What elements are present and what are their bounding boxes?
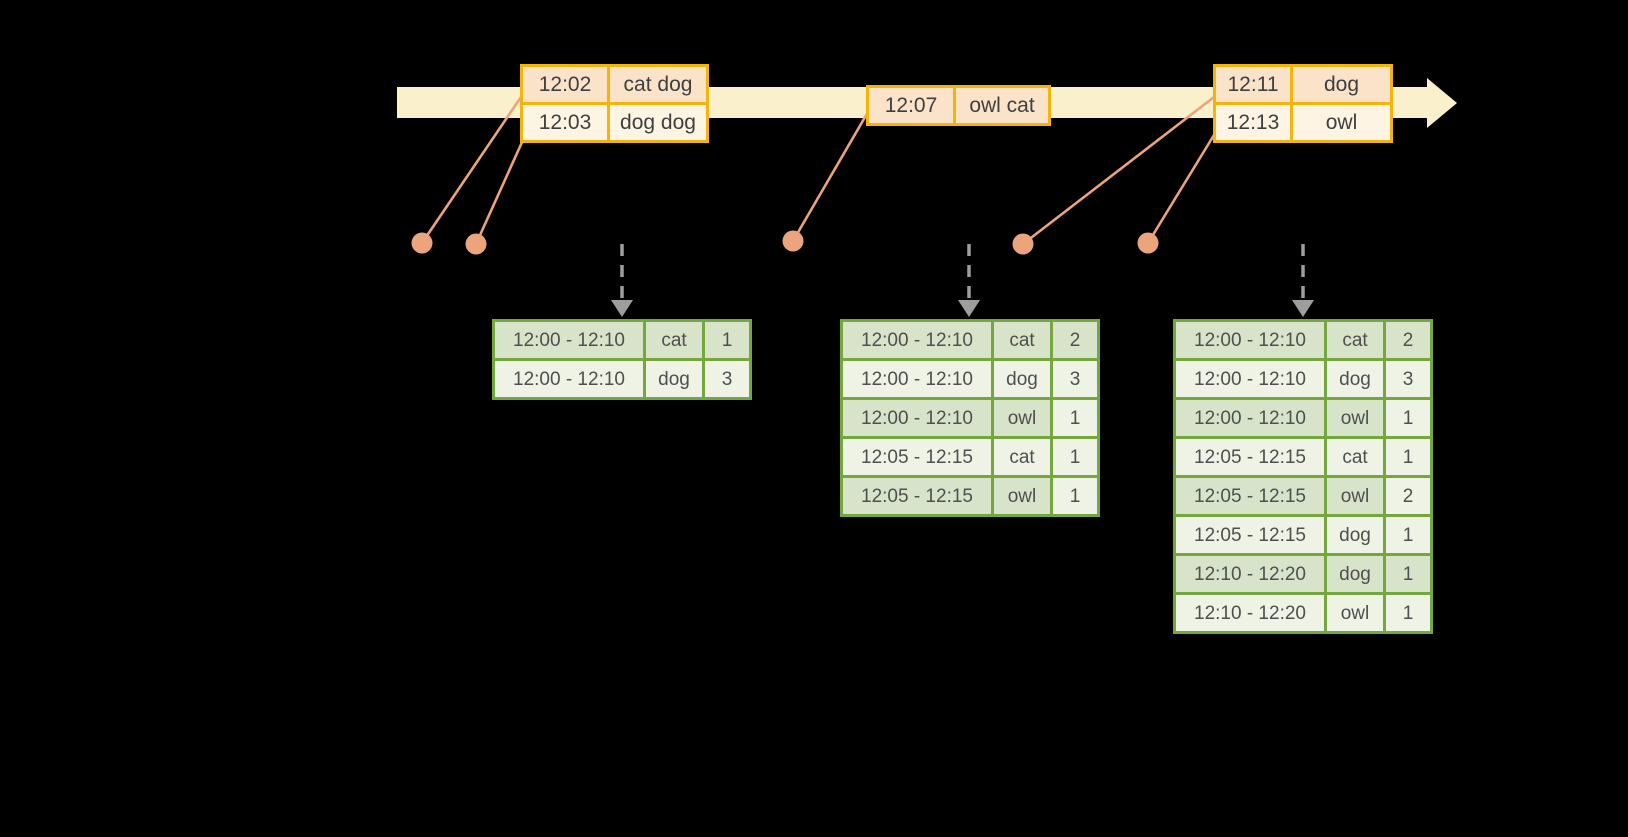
event-connector-line [791, 111, 870, 242]
result-count-cell: 1 [1386, 556, 1430, 592]
result-count-cell: 1 [1386, 439, 1430, 475]
event-words-cell: owl [1293, 105, 1390, 140]
event-connector-line [474, 139, 525, 245]
event-time-cell: 12:03 [523, 105, 607, 140]
event-dot [1137, 232, 1159, 254]
result-word-cell: dog [646, 361, 702, 397]
event-time-cell: 12:11 [1216, 67, 1290, 102]
result-count-cell: 1 [1386, 595, 1430, 631]
result-word-cell: cat [994, 439, 1050, 475]
result-count-cell: 3 [705, 361, 749, 397]
result-count-cell: 3 [1386, 361, 1430, 397]
trigger-arrowhead-icon [958, 300, 980, 317]
result-word-cell: cat [994, 322, 1050, 358]
result-window-cell: 12:05 - 12:15 [843, 439, 991, 475]
result-window-cell: 12:00 - 12:10 [495, 322, 643, 358]
result-count-cell: 1 [1053, 439, 1097, 475]
event-dot [782, 230, 804, 252]
result-word-cell: dog [994, 361, 1050, 397]
result-window-cell: 12:10 - 12:20 [1176, 556, 1324, 592]
event-words-cell: owl cat [956, 88, 1048, 123]
result-count-cell: 1 [1053, 478, 1097, 514]
result-window-cell: 12:00 - 12:10 [1176, 322, 1324, 358]
result-word-cell: owl [994, 478, 1050, 514]
result-window-cell: 12:05 - 12:15 [1176, 439, 1324, 475]
event-dot [411, 232, 433, 254]
event-words-cell: cat dog [610, 67, 706, 102]
result-word-cell: owl [994, 400, 1050, 436]
event-time-cell: 12:13 [1216, 105, 1290, 140]
result-word-cell: dog [1327, 361, 1383, 397]
result-window-cell: 12:00 - 12:10 [1176, 361, 1324, 397]
result-window-cell: 12:10 - 12:20 [1176, 595, 1324, 631]
trigger-arrowhead-icon [611, 300, 633, 317]
event-words-cell: dog [1293, 67, 1390, 102]
event-connector-line [1146, 134, 1216, 244]
result-window-cell: 12:05 - 12:15 [1176, 517, 1324, 553]
result-window-cell: 12:00 - 12:10 [843, 322, 991, 358]
result-window-cell: 12:05 - 12:15 [1176, 478, 1324, 514]
event-dot [1012, 233, 1034, 255]
result-count-cell: 2 [1386, 322, 1430, 358]
result-window-cell: 12:00 - 12:10 [495, 361, 643, 397]
event-dot [465, 233, 487, 255]
result-window-cell: 12:00 - 12:10 [843, 361, 991, 397]
result-count-cell: 1 [1053, 400, 1097, 436]
result-window-cell: 12:00 - 12:10 [1176, 400, 1324, 436]
event-connector-line [1022, 95, 1215, 246]
result-word-cell: owl [1327, 595, 1383, 631]
trigger-arrowhead-icon [1292, 300, 1314, 317]
result-word-cell: cat [1327, 322, 1383, 358]
result-word-cell: dog [1327, 556, 1383, 592]
event-connector-line [420, 96, 523, 244]
result-count-cell: 2 [1386, 478, 1430, 514]
result-window-cell: 12:05 - 12:15 [843, 478, 991, 514]
event-time-cell: 12:02 [523, 67, 607, 102]
result-word-cell: owl [1327, 478, 1383, 514]
result-window-cell: 12:00 - 12:10 [843, 400, 991, 436]
event-words-cell: dog dog [610, 105, 706, 140]
result-count-cell: 1 [1386, 517, 1430, 553]
result-count-cell: 1 [1386, 400, 1430, 436]
result-count-cell: 1 [705, 322, 749, 358]
result-word-cell: owl [1327, 400, 1383, 436]
timeline-arrowhead-icon [1427, 78, 1457, 128]
result-count-cell: 2 [1053, 322, 1097, 358]
result-word-cell: cat [1327, 439, 1383, 475]
result-word-cell: dog [1327, 517, 1383, 553]
result-count-cell: 3 [1053, 361, 1097, 397]
result-word-cell: cat [646, 322, 702, 358]
event-time-cell: 12:07 [869, 88, 953, 123]
